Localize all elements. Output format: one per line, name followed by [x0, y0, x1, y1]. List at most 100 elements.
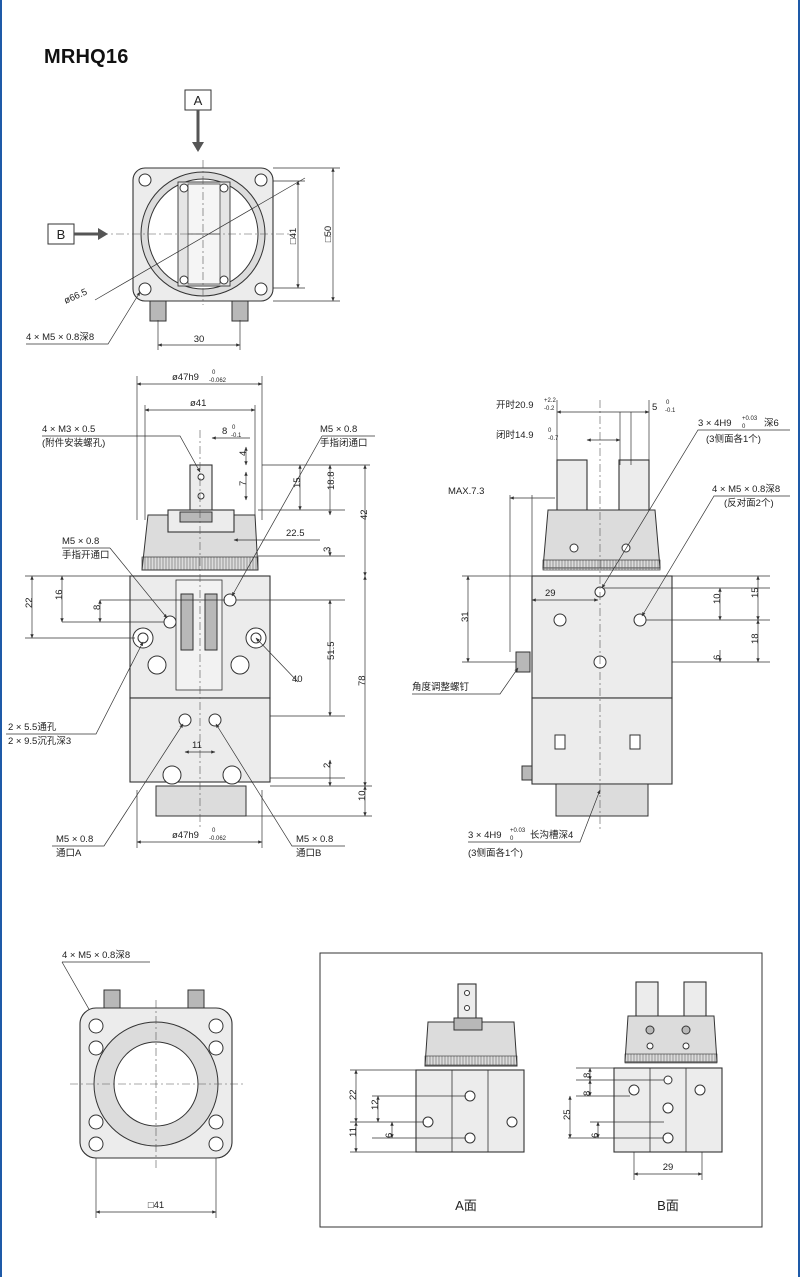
a-hole: [506, 1116, 518, 1128]
a-hole: [464, 1090, 476, 1102]
right-border: [798, 0, 800, 1277]
dim-3: 3: [322, 547, 333, 552]
side-finger: [556, 459, 588, 513]
side-m5-hole: [633, 613, 647, 627]
a-dim-12: 12: [370, 1099, 381, 1110]
note-4h9-sub: (3侧面各1个): [706, 433, 761, 445]
dim-8: 8: [222, 426, 227, 437]
dim-31: 31: [460, 611, 471, 622]
view-a-label: A: [194, 93, 203, 108]
through-hole: [137, 632, 149, 644]
b-finger: [635, 981, 659, 1019]
note-slot-sub: (3侧面各1个): [468, 847, 523, 859]
note-counter: 2 × 9.5沉孔深3: [8, 736, 71, 747]
bottom-view: 4 × M5 × 0.8深8 □41: [61, 950, 244, 1218]
dim-41: □41: [288, 228, 299, 244]
mount-hole: [230, 655, 250, 675]
top-corner-hole: [254, 173, 268, 187]
port-close: [223, 593, 237, 607]
b-dim-8b: 8: [582, 1091, 593, 1096]
bottom-hole: [88, 1136, 104, 1152]
port-open: [163, 615, 177, 629]
note-slot: 3 × 4H9: [468, 830, 502, 841]
side-view: 开时20.9 +2.2 -0.2 5 0 -0.1 闭时14.9 0 -0.7 …: [412, 398, 790, 859]
a-finger-hole: [464, 1005, 470, 1011]
arrow-a-head: [192, 142, 204, 152]
dim-7: 7: [238, 481, 249, 486]
tol-4h9-lower: 0: [742, 424, 746, 430]
b-upper-hole: [682, 1042, 690, 1050]
side-finger: [618, 459, 650, 513]
dim-open: 开时20.9: [496, 399, 534, 411]
top-corner-hole: [138, 173, 152, 187]
a-scale: [424, 1055, 518, 1066]
a-hole: [464, 1132, 476, 1144]
tol-close-upper: 0: [548, 428, 552, 434]
dim-29: 29: [545, 588, 556, 599]
detail-box: 22 12 11 6 A面: [319, 952, 763, 1228]
b-dim-29: 29: [663, 1162, 674, 1173]
top-corner-hole: [138, 282, 152, 296]
side-upper-body: [542, 509, 661, 569]
bottom-hole: [88, 1114, 104, 1130]
leader-through: [6, 641, 144, 735]
dim-18-8: 18.8: [326, 472, 337, 491]
note-holes: 4 × M5 × 0.8深8: [62, 950, 130, 961]
front-piston: [180, 593, 194, 651]
label-a-face: A面: [455, 1198, 477, 1213]
note-m5-open: M5 × 0.8: [62, 536, 99, 547]
dim-5: 5: [652, 402, 657, 413]
a-dim-11: 11: [348, 1127, 359, 1137]
tol-47-bot-upper: 0: [212, 828, 216, 834]
bottom-hole: [208, 1018, 224, 1034]
top-port-fitting: [149, 300, 167, 322]
dim-78: 78: [357, 675, 368, 686]
finger-hole: [197, 492, 205, 500]
dim-47h9-bottom: ø47h9: [172, 830, 199, 841]
note-m5-opp-sub: (反对面2个): [724, 497, 774, 509]
a-upper-body: [424, 1021, 518, 1067]
a-hole: [422, 1116, 434, 1128]
dim-42: 42: [359, 509, 370, 520]
tol-open-upper: +2.2: [544, 398, 557, 404]
note-through: 2 × 5.5通孔: [8, 722, 57, 733]
model-title: MRHQ16: [44, 46, 129, 68]
tol-8-upper: 0: [232, 425, 236, 431]
dim-4: 4: [238, 451, 249, 456]
dim-diameter: ø66.5: [62, 287, 89, 307]
dim-40: 40: [292, 674, 303, 685]
b-hole: [662, 1132, 674, 1144]
side-base: [555, 783, 649, 817]
tol-8-lower: -0.1: [231, 433, 242, 439]
bottom-hole: [208, 1114, 224, 1130]
b-hole: [694, 1084, 706, 1096]
leader-40: [255, 637, 299, 683]
note-m3-sub: (附件安装螺孔): [42, 437, 105, 449]
leader-port-b: [215, 723, 345, 847]
b-upper-hole: [646, 1042, 654, 1050]
dim-41: ø41: [190, 398, 206, 409]
dim-close: 闭时14.9: [496, 429, 534, 441]
leader-m3: [42, 435, 201, 473]
top-screw: [179, 183, 189, 193]
leader-holes: [26, 291, 141, 345]
bottom-hole: [88, 1040, 104, 1056]
note-port-b-sub: 通口B: [296, 848, 321, 859]
bottom-fitting: [103, 989, 121, 1011]
tol-open-lower: -0.2: [544, 406, 555, 412]
bottom-hole: [88, 1018, 104, 1034]
tol-5-upper: 0: [666, 400, 670, 406]
fitting: [162, 765, 182, 785]
top-view: A B ø66.5: [26, 89, 340, 350]
dim-18: 18: [750, 633, 761, 644]
side-slot: [554, 734, 566, 750]
b-hole: [662, 1102, 674, 1114]
leader-holes-arrow: [61, 961, 95, 1019]
dim-15: 15: [292, 477, 303, 488]
dim-11: 11: [192, 740, 202, 751]
port-a: [178, 713, 192, 727]
dim-8b: 8: [92, 605, 103, 610]
a-dim-6: 6: [384, 1133, 395, 1138]
side-lower-body: [531, 697, 673, 785]
